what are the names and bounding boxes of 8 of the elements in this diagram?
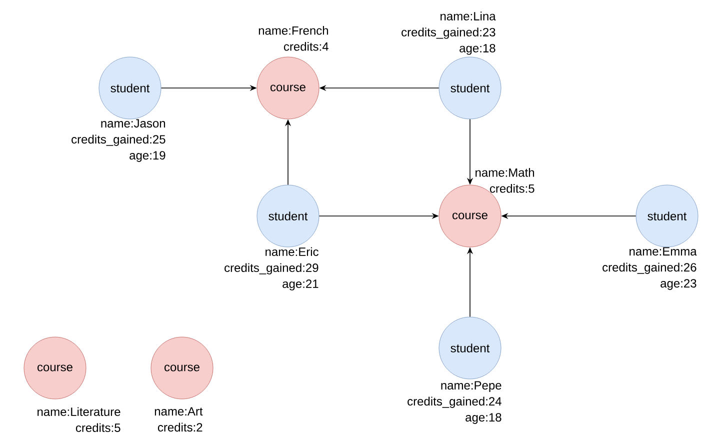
attribute-text: name:Literature credits:5 <box>38 407 120 432</box>
attribute-text: name:Pepe credits_gained:24 age:18 <box>408 381 502 424</box>
attribute-text: name:Eric credits_gained:29 age:21 <box>224 247 318 290</box>
attribute-text: name:Art credits:2 <box>154 407 203 432</box>
attribute-text: name:Lina credits_gained:23 age:18 <box>402 12 496 55</box>
attribute-text: name:Emma credits_gained:26 age:23 <box>602 247 697 290</box>
attribute-text: name:French credits:4 <box>258 26 328 51</box>
attribute-text: name:Jason credits_gained:25 age:19 <box>72 119 166 162</box>
